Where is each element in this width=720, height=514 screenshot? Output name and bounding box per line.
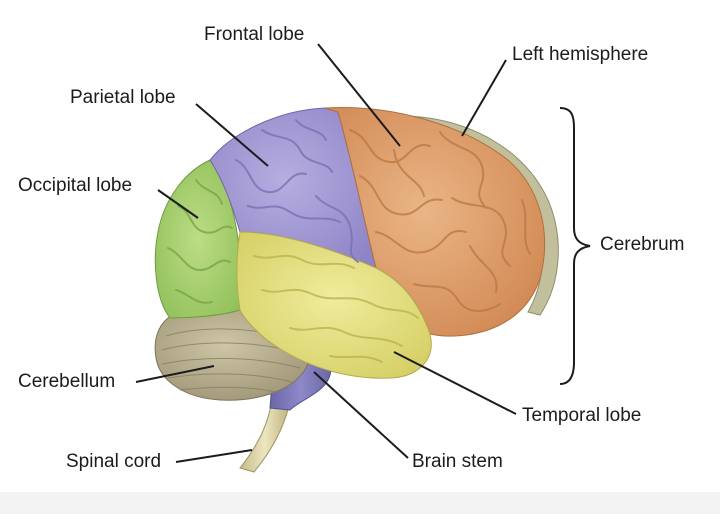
leader-frontal-lobe — [317, 43, 401, 147]
leader-parietal-lobe — [195, 103, 269, 167]
label-occipital-lobe: Occipital lobe — [18, 175, 133, 196]
label-parietal-lobe: Parietal lobe — [70, 87, 176, 108]
label-cerebrum: Cerebrum — [600, 234, 685, 255]
label-spinal-cord: Spinal cord — [66, 451, 162, 472]
cerebrum-bracket — [559, 107, 591, 385]
parietal-gyri — [235, 119, 359, 263]
leader-spinal-cord — [175, 449, 253, 463]
bottom-strip — [0, 492, 720, 514]
occipital-gyri — [167, 179, 233, 304]
temporal-gyri — [253, 254, 419, 363]
label-temporal-lobe: Temporal lobe — [522, 405, 642, 426]
spinal-cord-shape — [239, 399, 291, 473]
label-left-hemisphere: Left hemisphere — [512, 44, 649, 65]
frontal-gyri — [349, 129, 531, 312]
label-cerebellum: Cerebellum — [18, 371, 116, 392]
leader-lines — [135, 43, 517, 463]
label-brain-stem: Brain stem — [412, 451, 503, 472]
leader-occipital-lobe — [157, 189, 199, 219]
leader-brain-stem — [313, 371, 409, 459]
label-frontal-lobe: Frontal lobe — [204, 24, 305, 45]
leader-temporal-lobe — [393, 351, 517, 415]
cerebellum-folds — [161, 328, 305, 393]
leader-cerebellum — [135, 365, 215, 383]
temporal-lobe-shape — [236, 231, 432, 379]
leader-left-hemisphere — [461, 59, 507, 137]
frontal-lobe-shape — [324, 107, 546, 337]
